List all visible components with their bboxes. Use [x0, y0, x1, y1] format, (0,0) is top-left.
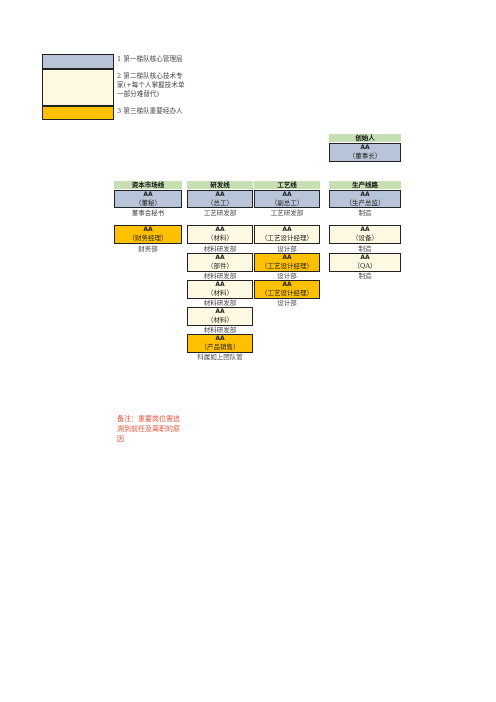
person-dept: 材料研发部	[203, 272, 237, 280]
person-role: （产品销售）	[200, 343, 240, 351]
person-role: （部件）	[207, 262, 233, 270]
person-dept: 工艺研发部	[203, 209, 237, 217]
person-dept: 工艺研发部	[270, 209, 304, 217]
person-role: （工艺设计经理）	[261, 289, 313, 297]
person-box-production-1: AA （设备）	[329, 225, 401, 244]
legend-text-tier1: 1 第一梯队核心管理层	[117, 55, 183, 63]
person-code: AA	[215, 281, 225, 288]
person-dept: 材料研发部	[203, 326, 237, 334]
person-code: AA	[282, 226, 292, 233]
founder-box: AA （董事长）	[329, 143, 401, 162]
legend-text-tier3: 3 第三梯队重要经办人	[117, 107, 183, 115]
person-role: （设备）	[352, 234, 378, 242]
person-code: AA	[143, 191, 153, 198]
legend-text-tier2: 2 第二梯队核心技术专家(+每个人掌握技术单一部分难替代)	[117, 72, 185, 98]
person-code: AA	[360, 191, 370, 198]
person-dept: 设计部	[277, 299, 297, 307]
person-box-secretary: AA （董秘）	[114, 190, 182, 208]
person-dept: 材料研发部	[203, 245, 237, 253]
person-code: AA	[282, 281, 292, 288]
person-box-process-3: AA （工艺设计经理）	[254, 280, 320, 299]
person-role: （材料）	[207, 234, 233, 242]
person-box-process-1: AA （工艺设计经理）	[254, 225, 320, 244]
person-role: （材料）	[207, 316, 233, 324]
person-code: AA	[215, 308, 225, 315]
person-role: （工艺设计经理）	[261, 234, 313, 242]
person-role: （材料）	[207, 289, 233, 297]
person-code: AA	[215, 191, 225, 198]
person-dept: 设计部	[277, 245, 297, 253]
header-capital: 资本市场线	[114, 181, 182, 189]
person-role: （QA）	[353, 262, 377, 270]
person-code: AA	[282, 191, 292, 198]
person-box-deputy-chief: AA （副总工）	[254, 190, 320, 208]
person-box-production-director: AA （生产总监）	[329, 190, 401, 208]
header-production: 生产线路	[329, 181, 401, 189]
person-box-rd-5: AA （产品销售）	[187, 334, 253, 353]
person-dept: 科属如上团队管	[197, 353, 243, 361]
person-box-process-2: AA （工艺设计经理）	[254, 253, 320, 272]
person-box-finance-manager: AA （财务经理）	[114, 225, 182, 244]
person-dept: 材料研发部	[203, 299, 237, 307]
person-box-rd-3: AA （材料）	[187, 280, 253, 299]
person-code: AA	[215, 254, 225, 261]
person-code: AA	[360, 226, 370, 233]
person-box-chief-engineer: AA （总工）	[187, 190, 253, 208]
person-role: （工艺设计经理）	[261, 262, 313, 270]
person-code: AA	[215, 226, 225, 233]
person-code: AA	[282, 254, 292, 261]
person-role: （总工）	[207, 199, 233, 207]
person-role: （董秘）	[135, 199, 161, 207]
person-code: AA	[143, 226, 153, 233]
founder-role: （董事长）	[348, 152, 382, 160]
founder-code: AA	[360, 144, 370, 151]
person-box-rd-4: AA （材料）	[187, 307, 253, 326]
person-role: （财务经理）	[128, 234, 168, 242]
header-process: 工艺线	[254, 181, 320, 189]
person-dept: 董事会秘书	[131, 209, 165, 217]
legend-swatch-tier1	[42, 54, 114, 69]
person-box-production-2: AA （QA）	[329, 253, 401, 272]
person-box-rd-1: AA （材料）	[187, 225, 253, 244]
person-dept: 设计部	[277, 272, 297, 280]
person-code: AA	[215, 335, 225, 342]
person-dept: 制造	[358, 209, 372, 217]
founder-header: 创始人	[329, 134, 401, 142]
person-dept: 制造	[358, 272, 372, 280]
person-dept: 制造	[358, 245, 372, 253]
legend-swatch-tier3	[42, 106, 114, 120]
person-box-rd-2: AA （部件）	[187, 253, 253, 272]
person-code: AA	[360, 254, 370, 261]
legend-swatch-tier2	[42, 69, 114, 106]
person-role: （副总工）	[270, 199, 304, 207]
remark-note: 备注：重要岗位需追溯到前任及离职的原因	[117, 415, 180, 443]
header-rd: 研发线	[187, 181, 253, 189]
person-dept: 财务部	[138, 245, 158, 253]
person-role: （生产总监）	[345, 199, 385, 207]
